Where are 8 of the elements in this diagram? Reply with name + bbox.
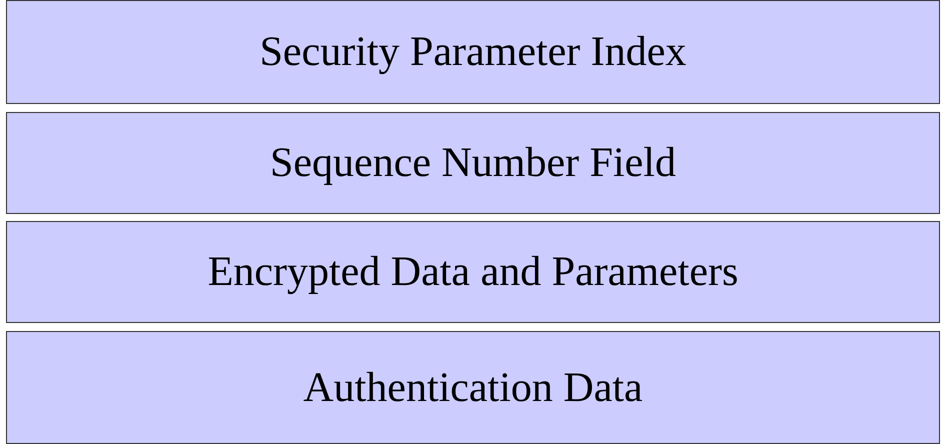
field-box [6,112,940,214]
field-box [6,221,940,323]
field-label: Security Parameter Index [260,28,686,76]
field-box [6,0,940,104]
field-box [6,331,940,444]
field-label: Encrypted Data and Parameters [208,248,738,296]
field-label: Sequence Number Field [270,139,676,187]
field-label: Authentication Data [303,364,643,412]
